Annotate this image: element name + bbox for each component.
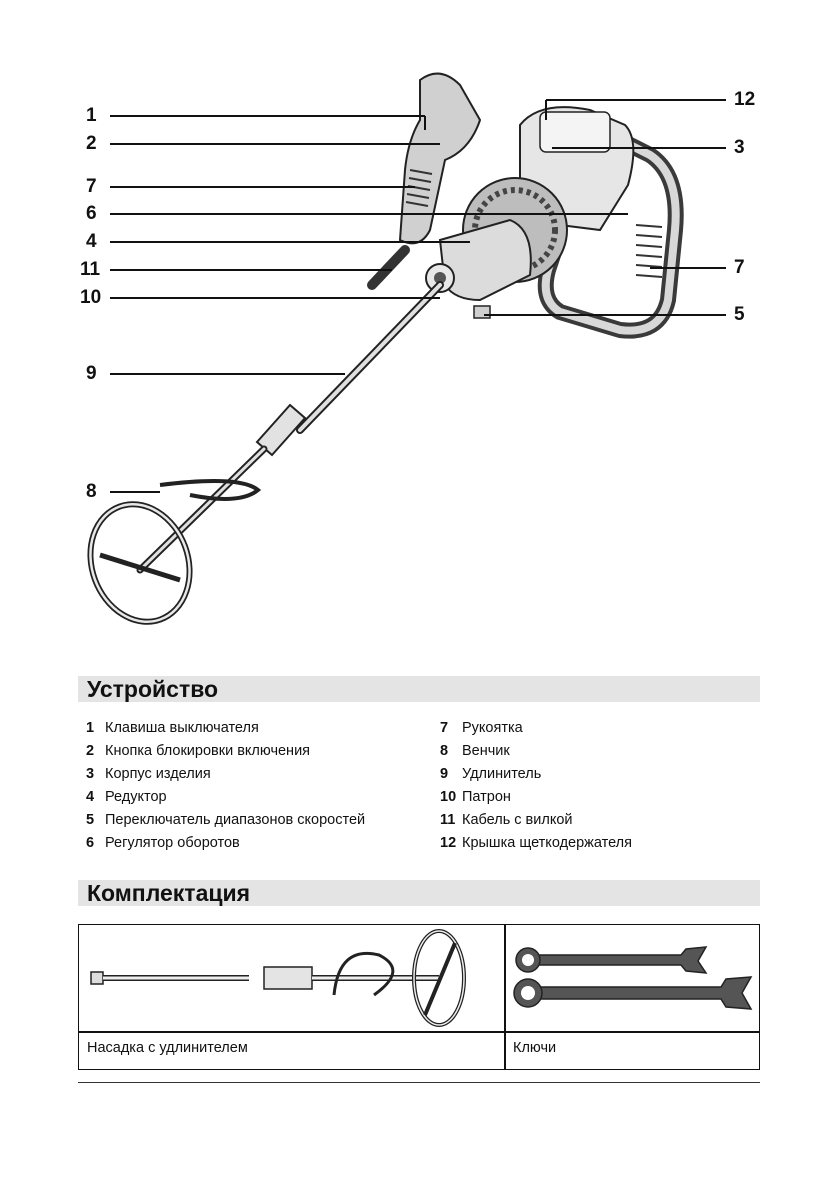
kit-table-column-divider [504,925,506,1069]
callout-6: 6 [86,203,97,224]
callout-4: 4 [86,231,97,252]
callout-10: 10 [80,287,102,308]
callout-7-right: 7 [734,257,745,278]
kit-table: Насадка с удлинителем Ключи [78,924,760,1070]
paddle-helix-shape [159,479,262,501]
paddle-ring-shape [87,501,193,625]
wrenches-icon [506,925,759,1031]
kit-section-title: Комплектация [87,880,251,906]
callout-8: 8 [86,481,97,502]
callout-1: 1 [86,105,97,126]
coupler-shape [255,403,307,457]
callout-2: 2 [86,133,97,154]
front-grip-ribs [405,169,433,207]
paddle-blade-shape [99,552,181,583]
cable-shape [367,245,410,290]
callout-7-left: 7 [86,176,97,197]
kit-item-label-paddle: Насадка с удлинителем [87,1040,248,1056]
kit-item-label-wrenches: Ключи [513,1040,557,1056]
speed-switch-shape [473,305,491,319]
callout-9: 9 [86,363,97,384]
callout-3: 3 [734,137,745,158]
callout-11: 11 [80,259,101,280]
footer-divider [78,1082,760,1083]
product-diagram: 1 2 7 6 4 11 10 9 8 12 3 7 5 [80,72,756,625]
mixer-paddle-with-extension-icon [79,925,504,1031]
kit-table-row-divider [79,1031,759,1033]
kit-section-header: Комплектация [78,880,760,906]
callout-12: 12 [734,89,756,110]
device-section-header: Устройство [78,676,760,702]
brush-cover-shape [539,111,611,153]
callout-5: 5 [734,304,745,325]
rear-grip-ribs [635,224,663,278]
gearbox-shape [438,218,532,302]
device-section-title: Устройство [87,676,219,702]
mixer-drill-illustration [87,72,726,625]
leader-lines [110,99,726,493]
